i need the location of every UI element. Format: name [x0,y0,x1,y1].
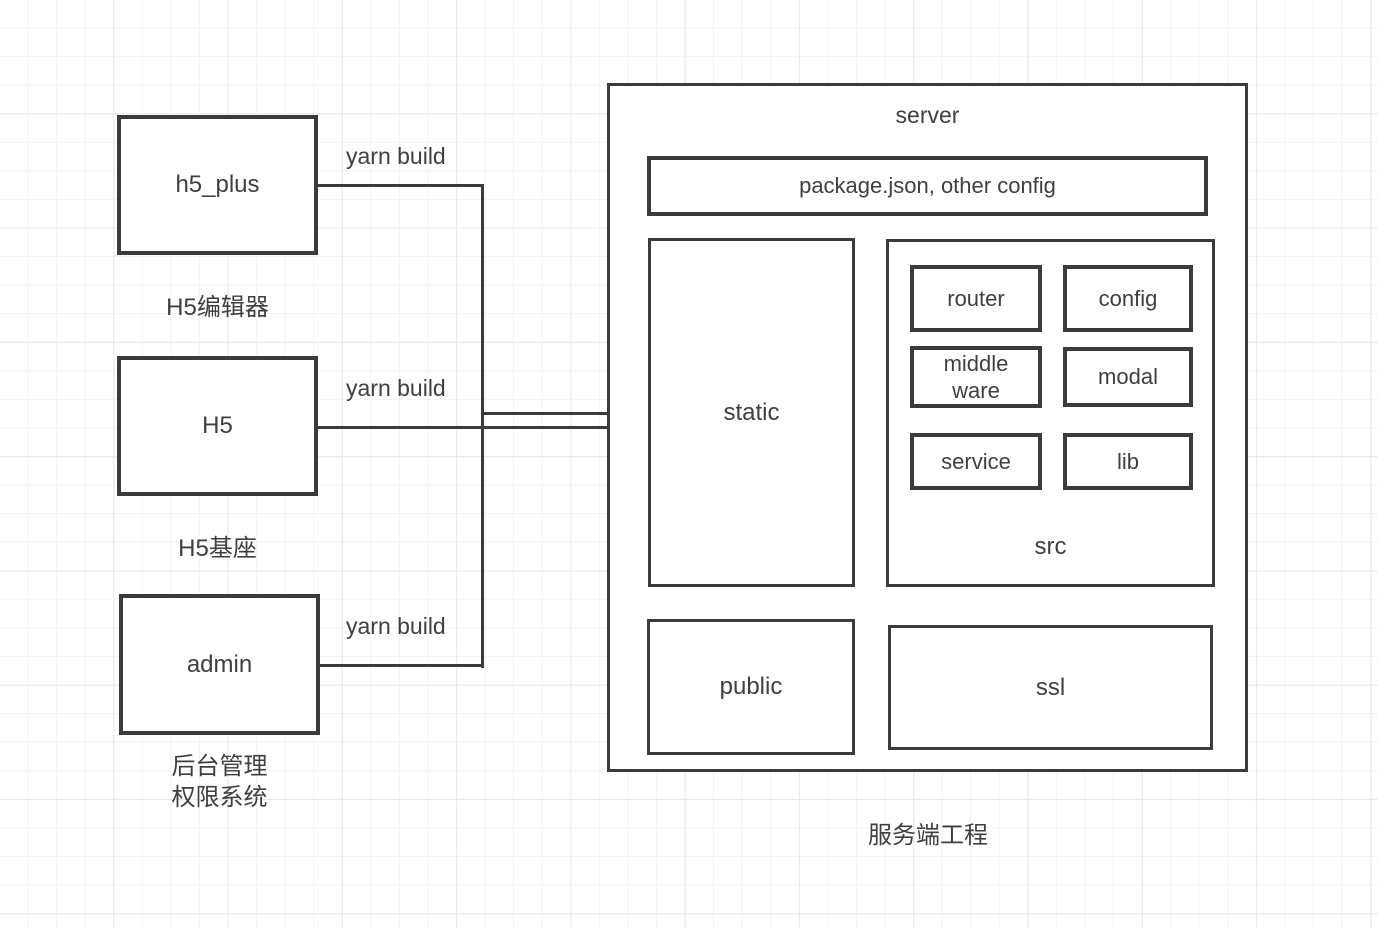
static-label: static [723,398,780,426]
client-box-h5: H5 [117,356,318,496]
public-label: public [719,673,783,700]
src-child-service-label: service [941,448,1011,474]
edge-label-yarn-build-2: yarn build [346,375,446,401]
src-child-router: router [910,265,1042,332]
ssl-label: ssl [1035,673,1066,701]
connector-admin-horizontal [320,664,483,667]
server-title: server [895,102,960,128]
src-child-lib: lib [1063,433,1193,490]
client-box-h5plus: h5_plus [117,115,318,255]
src-child-config: config [1063,265,1193,332]
connector-merged-to-static [482,412,623,415]
static-box: static [648,238,855,587]
config-files-box: package.json, other config [647,156,1208,216]
connector-h5plus-horizontal [318,184,484,187]
connector-h5-to-static [318,426,623,429]
ssl-box: ssl [888,625,1213,750]
src-child-modal-label: modal [1098,364,1158,389]
client-caption-h5: H5基座 [178,535,257,562]
client-caption-admin-line1: 后台管理 [171,753,268,780]
src-label: src [1034,533,1067,560]
client-caption-admin: 后台管理 权限系统 [119,751,320,813]
client-box-h5-label: H5 [202,412,233,439]
server-caption: 服务端工程 [868,822,988,849]
client-box-admin-label: admin [186,650,253,678]
edge-label-yarn-build-3: yarn build [346,613,446,639]
config-files-label: package.json, other config [799,173,1056,198]
src-child-middleware: middle ware [910,346,1042,408]
client-box-h5plus-label: h5_plus [175,171,260,198]
public-box: public [647,619,855,755]
client-box-admin: admin [119,594,320,735]
src-child-router-label: router [947,285,1005,311]
src-child-config-label: config [1098,285,1158,311]
client-caption-admin-line2: 权限系统 [171,784,268,812]
src-child-service: service [910,433,1042,490]
edge-label-yarn-build-1: yarn build [346,143,446,169]
src-child-middleware-label: middle ware [943,350,1009,404]
src-child-lib-label: lib [1116,448,1139,474]
client-caption-h5plus: H5编辑器 [166,294,269,321]
src-child-modal: modal [1063,347,1193,407]
